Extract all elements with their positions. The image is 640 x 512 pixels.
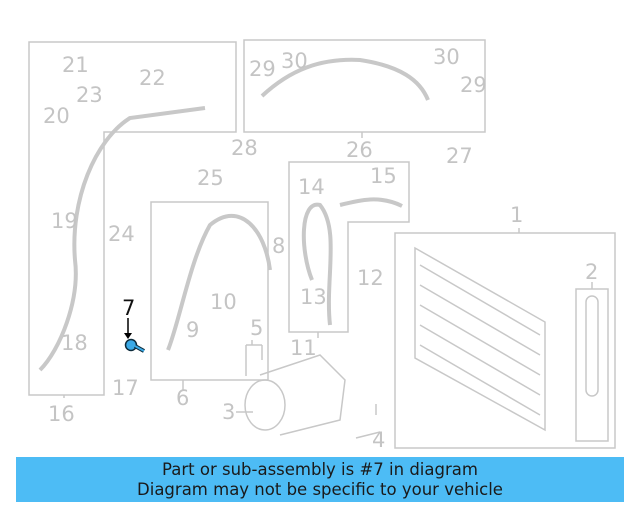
callout-29-left[interactable]: 29 [249, 57, 276, 81]
part-7-bolt [124, 318, 145, 353]
parts-diagram: 1 2 3 4 5 6 7 8 9 10 11 12 13 14 15 16 1… [28, 39, 616, 452]
callout-29-right[interactable]: 29 [460, 73, 487, 97]
callout-1[interactable]: 1 [510, 203, 524, 227]
box-16 [28, 41, 237, 396]
callout-18[interactable]: 18 [61, 331, 88, 355]
callout-30-right[interactable]: 30 [433, 45, 460, 69]
callout-22[interactable]: 22 [139, 66, 166, 90]
callout-30-left[interactable]: 30 [281, 49, 308, 73]
callout-25[interactable]: 25 [197, 166, 224, 190]
callout-6[interactable]: 6 [176, 386, 190, 410]
diagram-artwork [28, 39, 616, 449]
callout-24[interactable]: 24 [108, 222, 135, 246]
callout-9[interactable]: 9 [186, 318, 200, 342]
callout-12[interactable]: 12 [357, 266, 384, 290]
callout-4[interactable]: 4 [372, 428, 386, 452]
callout-17[interactable]: 17 [112, 376, 139, 400]
callout-10[interactable]: 10 [210, 290, 237, 314]
callout-11[interactable]: 11 [290, 336, 317, 360]
callout-28[interactable]: 28 [231, 136, 258, 160]
callout-3[interactable]: 3 [222, 400, 236, 424]
box-26 [243, 39, 486, 133]
banner-line-part: Part or sub-assembly is #7 in diagram [162, 460, 478, 479]
callout-15[interactable]: 15 [370, 164, 397, 188]
callout-19[interactable]: 19 [51, 209, 78, 233]
callout-2[interactable]: 2 [585, 260, 599, 284]
callout-16[interactable]: 16 [48, 402, 75, 426]
callout-14[interactable]: 14 [298, 175, 325, 199]
callout-21[interactable]: 21 [62, 53, 89, 77]
callout-7[interactable]: 7 [122, 296, 136, 320]
callout-13[interactable]: 13 [300, 285, 327, 309]
callout-26[interactable]: 26 [346, 138, 373, 162]
banner-line-disclaimer: Diagram may not be specific to your vehi… [137, 480, 503, 499]
callout-20[interactable]: 20 [43, 104, 70, 128]
box-2 [575, 288, 609, 442]
box-1 [394, 232, 616, 449]
callout-23[interactable]: 23 [76, 83, 103, 107]
callout-8[interactable]: 8 [272, 234, 286, 258]
info-banner: Part or sub-assembly is #7 in diagram Di… [16, 457, 624, 502]
box-11 [288, 161, 410, 333]
callout-27[interactable]: 27 [446, 144, 473, 168]
callout-5[interactable]: 5 [250, 316, 264, 340]
